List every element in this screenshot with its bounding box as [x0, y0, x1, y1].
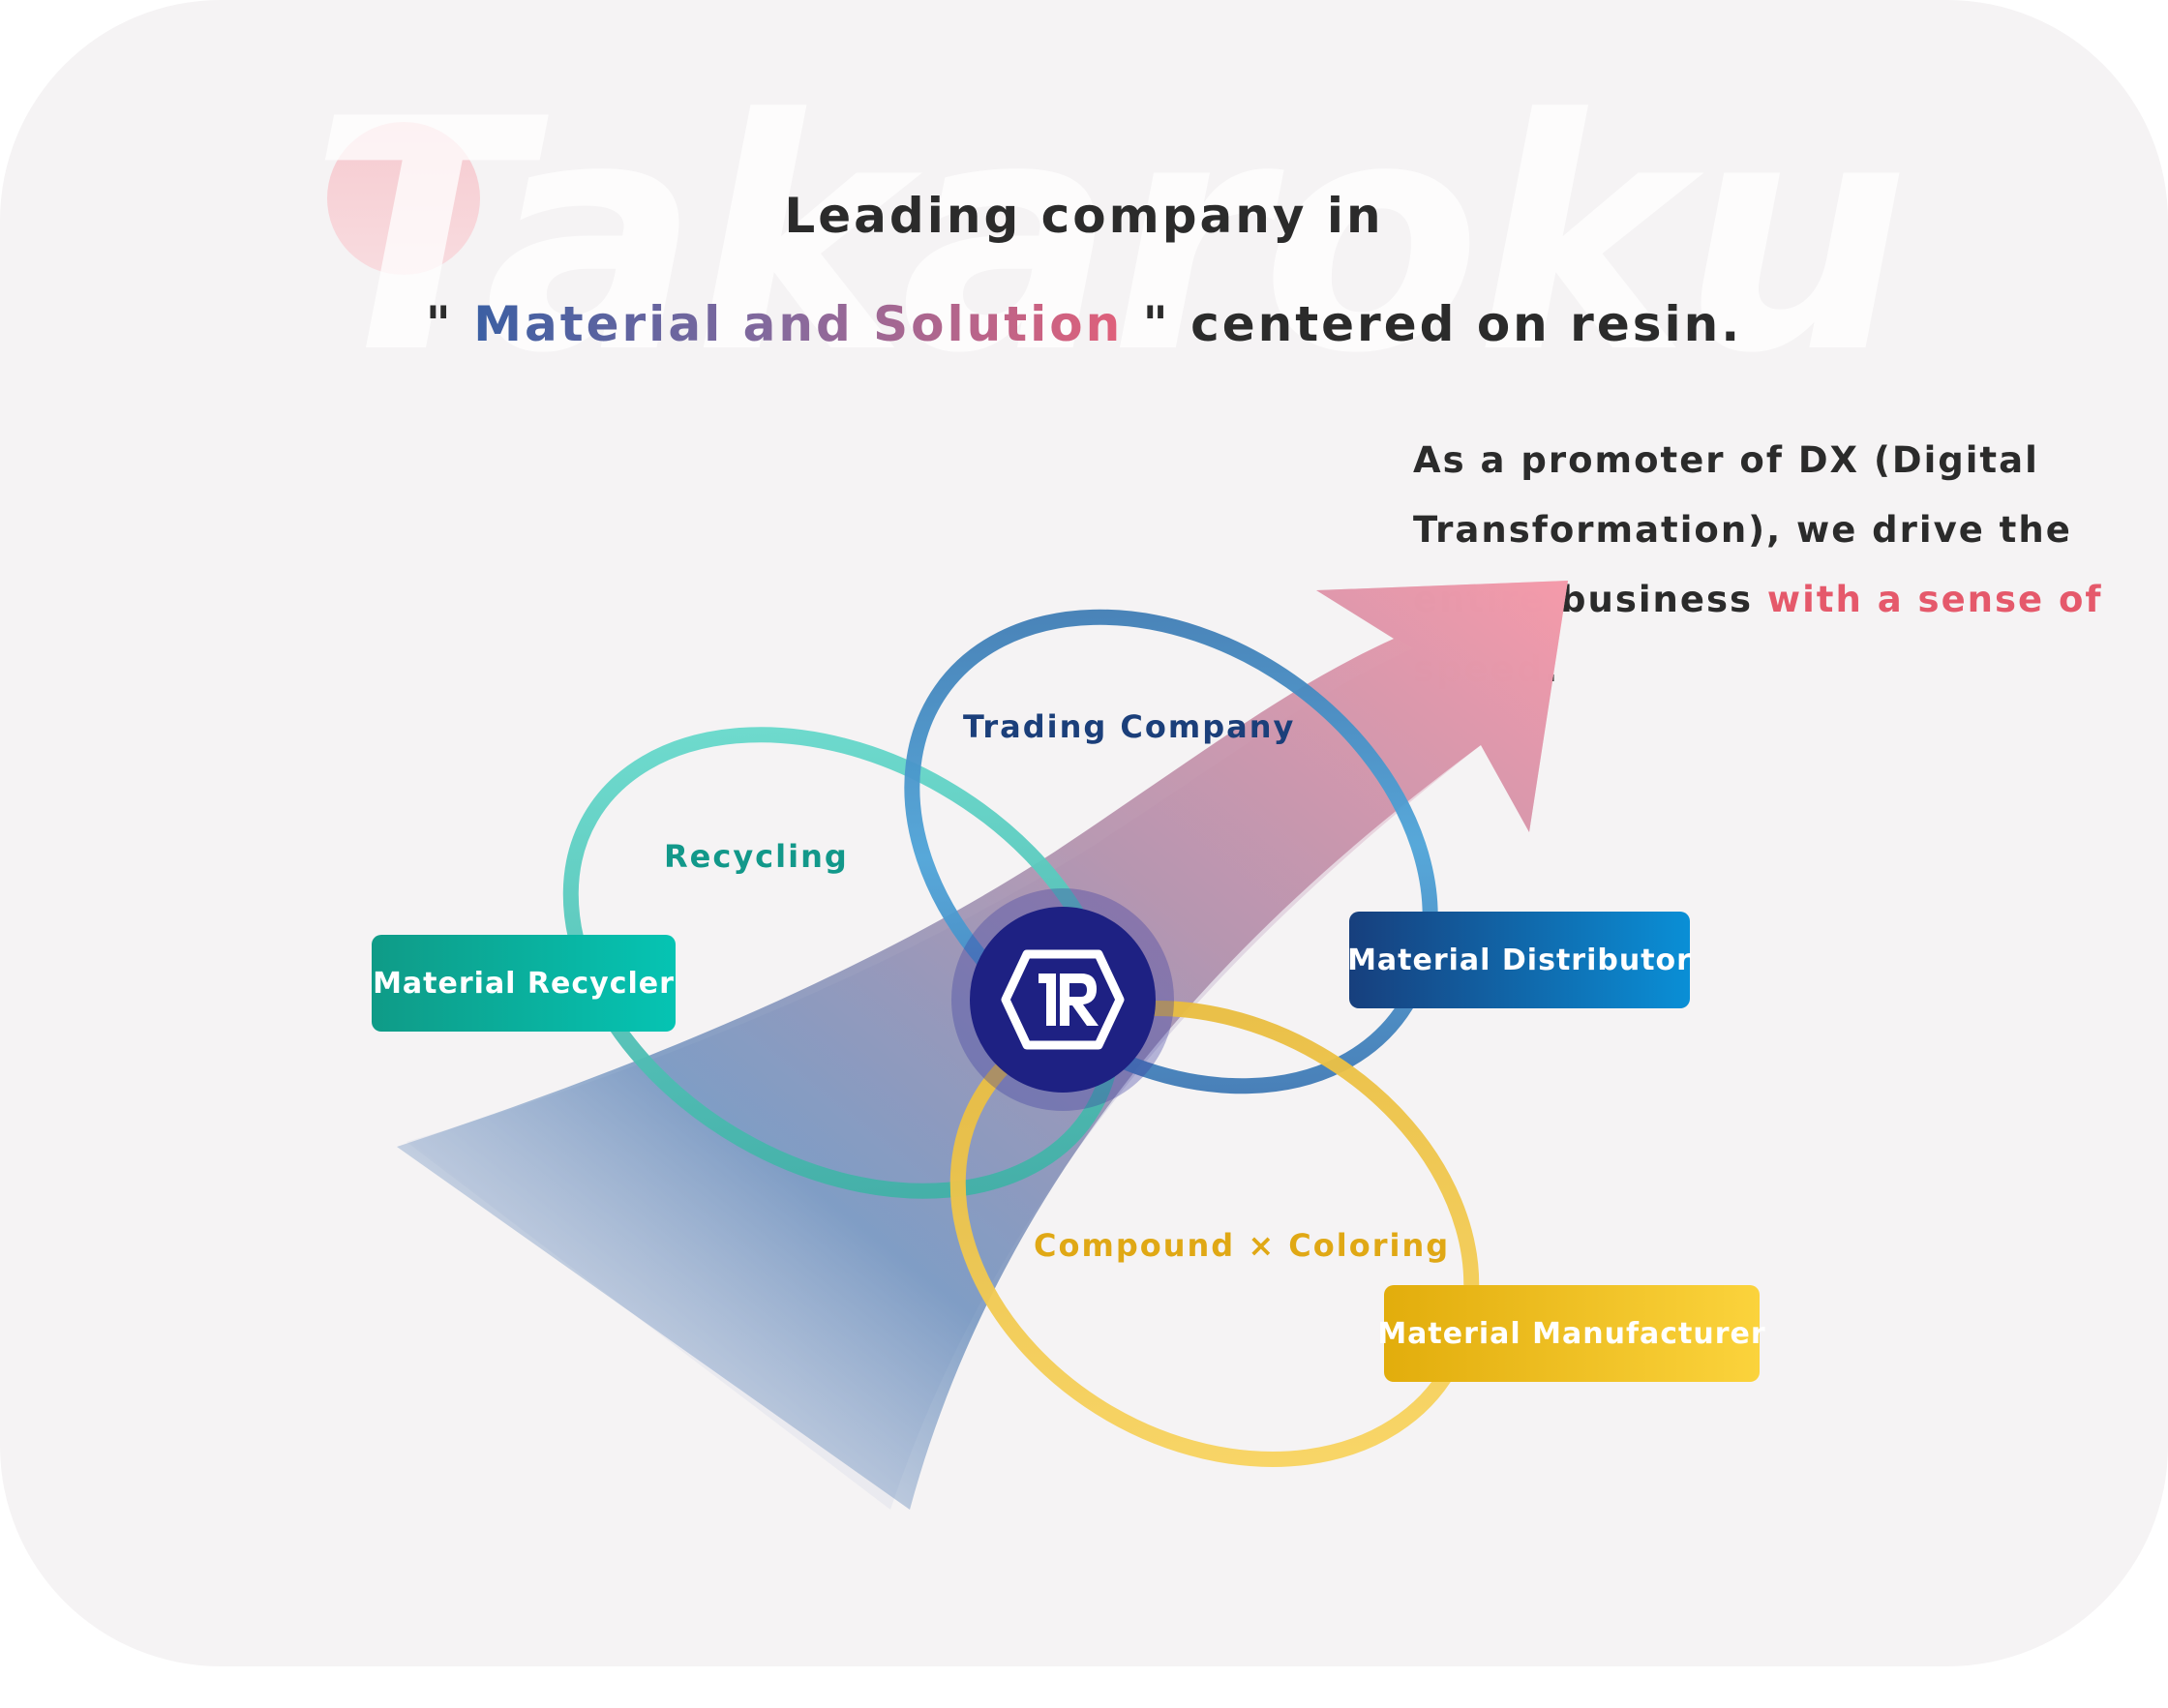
headline-open-quote: " — [425, 296, 474, 352]
node-material-manufacturer: Material Manufacturer — [1377, 1316, 1766, 1351]
node-distributor-bg — [1349, 912, 1690, 1008]
ring-recycling — [562, 727, 1122, 1199]
node-material-recycler: Material Recycler — [373, 966, 675, 1001]
ring-label-compound: Compound × Coloring — [1034, 1227, 1451, 1264]
hub-logo: TR — [951, 888, 1174, 1111]
tr-logo-icon: TR — [1001, 949, 1125, 1050]
headline-line-2: " Material and Solution " centered on re… — [0, 290, 2168, 358]
card-background: Takaroku Leading company in " Material a… — [0, 0, 2168, 1666]
node-material-distributor: Material Distributor — [1347, 943, 1692, 977]
headline-line-1: Leading company in — [784, 188, 1384, 244]
headline: Leading company in " Material and Soluti… — [0, 182, 2168, 358]
business-diagram — [372, 581, 1760, 1510]
watermark-text: Takaroku — [310, 51, 1910, 423]
headline-rest: " centered on resin. — [1123, 296, 1743, 352]
node-manufacturer-bg — [1384, 1285, 1760, 1382]
ring-label-recycling: Recycling — [664, 838, 849, 875]
watermark-dot — [327, 122, 480, 275]
hub-logo-inner: TR — [970, 907, 1156, 1093]
node-recycler-bg — [372, 935, 676, 1032]
ring-label-trading: Trading Company — [963, 708, 1296, 745]
headline-highlight: Material and Solution — [473, 296, 1124, 352]
